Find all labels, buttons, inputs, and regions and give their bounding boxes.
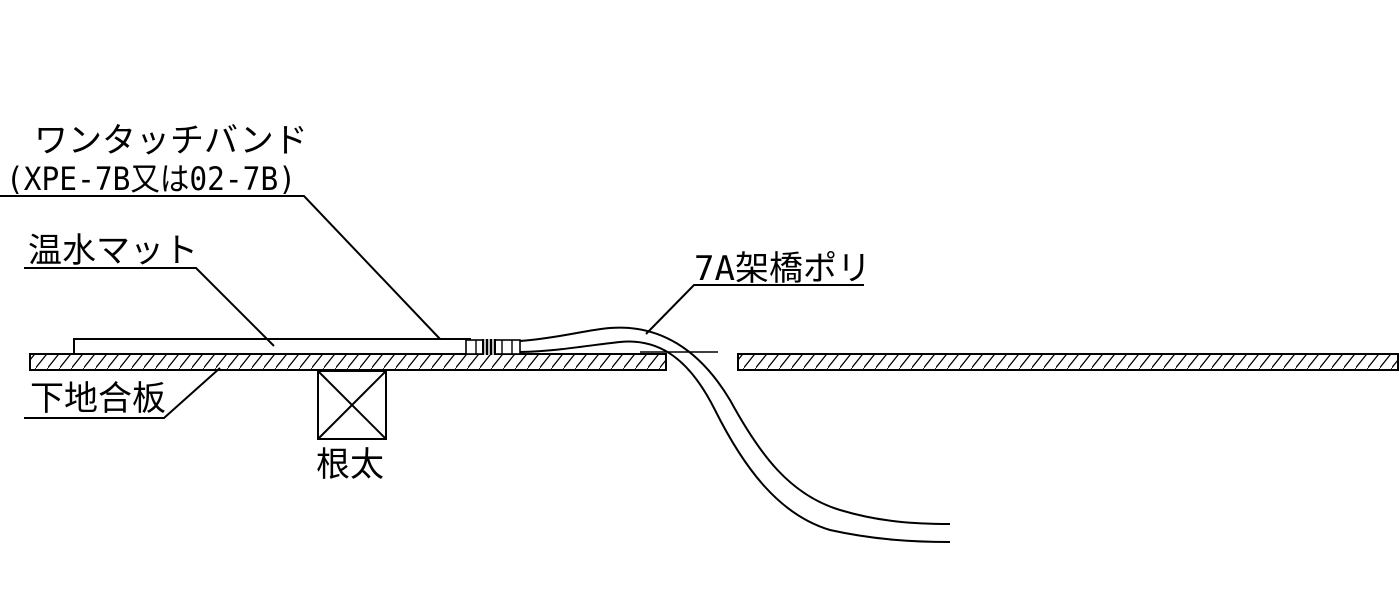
label-joist: 根太 — [316, 445, 384, 485]
label-band-models: (XPE-7B又は02-7B) — [6, 160, 296, 198]
one-touch-band-connector — [465, 339, 521, 355]
label-hot-water-mat: 温水マット — [28, 231, 198, 271]
subfloor-plywood-left — [29, 353, 667, 371]
joist-cross-section — [317, 370, 387, 440]
label-crosslinked-pipe: 7A架橋ポリ — [694, 249, 871, 289]
subfloor-plywood-right — [737, 353, 1399, 371]
label-one-touch-band: ワンタッチバンド — [34, 121, 308, 161]
crosslinked-pipe — [519, 326, 951, 543]
label-subfloor-plywood: 下地合板 — [30, 379, 166, 419]
leader-lines — [0, 195, 864, 419]
hot-water-mat — [73, 338, 471, 355]
